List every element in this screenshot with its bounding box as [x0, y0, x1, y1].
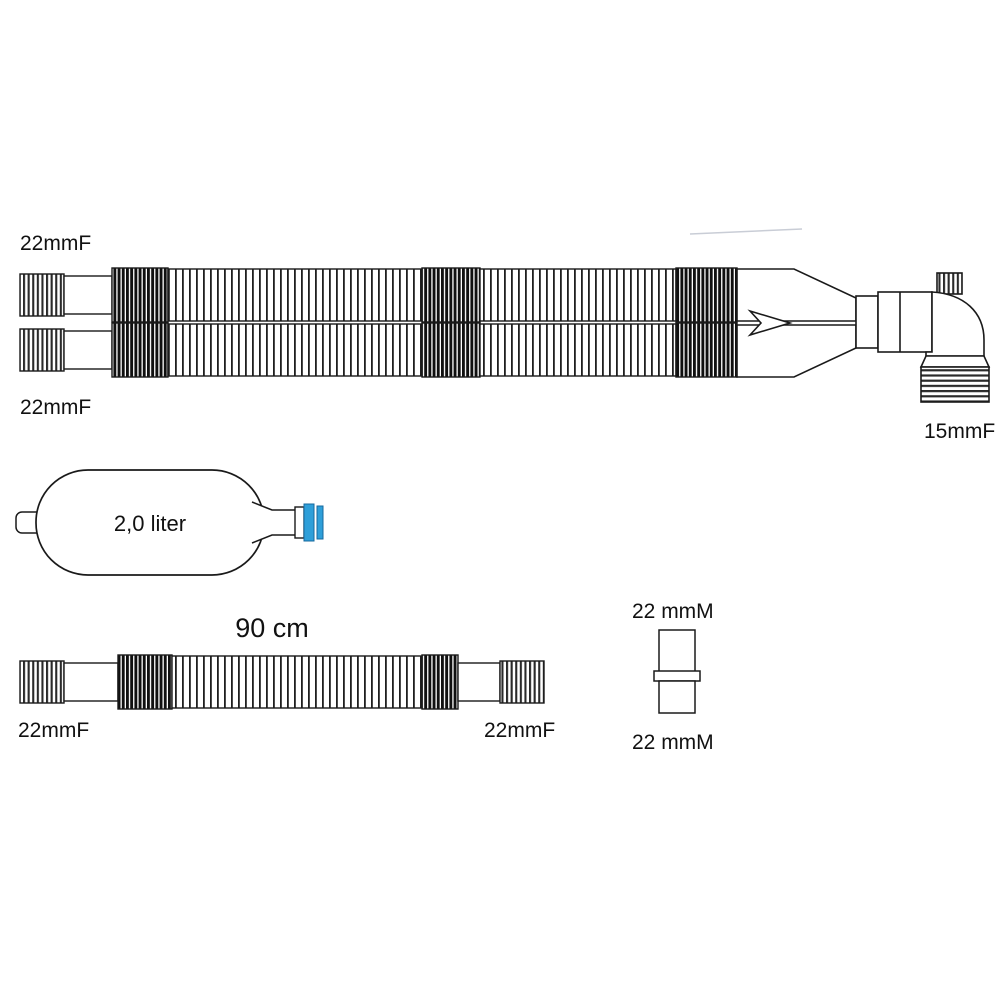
- label-upper-limb-22mmf: 22mmF: [20, 232, 91, 255]
- hose-corrugated: [171, 655, 423, 709]
- circuit-lower-limb: [19, 322, 738, 378]
- bag-connector-blue-tip: [316, 505, 324, 540]
- upper-limb-corrugated-1: [167, 268, 423, 322]
- upper-limb-collar: [63, 275, 113, 315]
- hose-right-collar: [457, 662, 501, 702]
- adapter-top-barrel: [658, 629, 696, 674]
- bag-connector-blue-band: [303, 503, 315, 542]
- bag-neck-fill: [252, 502, 296, 543]
- lower-limb-corrugated-1: [167, 323, 423, 377]
- lower-limb-collar: [63, 330, 113, 370]
- hose-90cm: [19, 654, 545, 710]
- label-hose-left-22mmf: 22mmF: [18, 719, 89, 742]
- label-elbow-15mmf: 15mmF: [924, 420, 995, 443]
- circuit-upper-limb: [19, 267, 738, 323]
- hose-left-collar: [63, 662, 119, 702]
- adapter-bottom-barrel: [658, 680, 696, 714]
- lower-limb-left-connector: [19, 328, 65, 372]
- elbow-cap-port: [936, 272, 963, 295]
- elbow-outlet-15mm: [920, 366, 990, 403]
- flow-arrow-icon: [747, 309, 793, 337]
- breathing-bag: [15, 469, 324, 576]
- elbow-connector: [877, 272, 991, 403]
- lower-limb-corrugated-2: [479, 323, 677, 377]
- lower-limb-cuff-3: [675, 322, 738, 378]
- label-adapter-bottom: 22 mmM: [632, 731, 714, 754]
- elbow-bend: [925, 291, 985, 357]
- bag-connector-ring: [294, 506, 305, 539]
- wye-connector: [736, 268, 879, 378]
- adapter-flange: [653, 670, 701, 682]
- upper-limb-cuff-3: [675, 267, 738, 323]
- bag-neck-bottom-edge: [251, 534, 296, 544]
- upper-limb-cuff-2: [421, 267, 481, 323]
- upper-limb-left-connector: [19, 273, 65, 317]
- label-lower-limb-22mmf: 22mmF: [20, 396, 91, 419]
- lower-limb-cuff-1: [111, 322, 169, 378]
- adapter-22mm: [653, 629, 701, 714]
- upper-limb-corrugated-2: [479, 268, 677, 322]
- elbow-outlet-shoulder: [919, 355, 991, 368]
- hose-right-connector: [499, 660, 545, 704]
- hose-left-connector: [19, 660, 65, 704]
- artifact-line: [689, 228, 803, 235]
- hose-cuff-left: [117, 654, 173, 710]
- elbow-body: [877, 291, 933, 353]
- label-bag-volume: 2,0 liter: [114, 511, 186, 536]
- label-hose-length: 90 cm: [235, 613, 309, 643]
- lower-limb-cuff-2: [421, 322, 481, 378]
- wye-throat-ring: [855, 295, 879, 349]
- label-hose-right-22mmf: 22mmF: [484, 719, 555, 742]
- label-adapter-top: 22 mmM: [632, 600, 714, 623]
- hose-cuff-right: [421, 654, 459, 710]
- bag-neck-top-edge: [251, 501, 296, 511]
- upper-limb-cuff-1: [111, 267, 169, 323]
